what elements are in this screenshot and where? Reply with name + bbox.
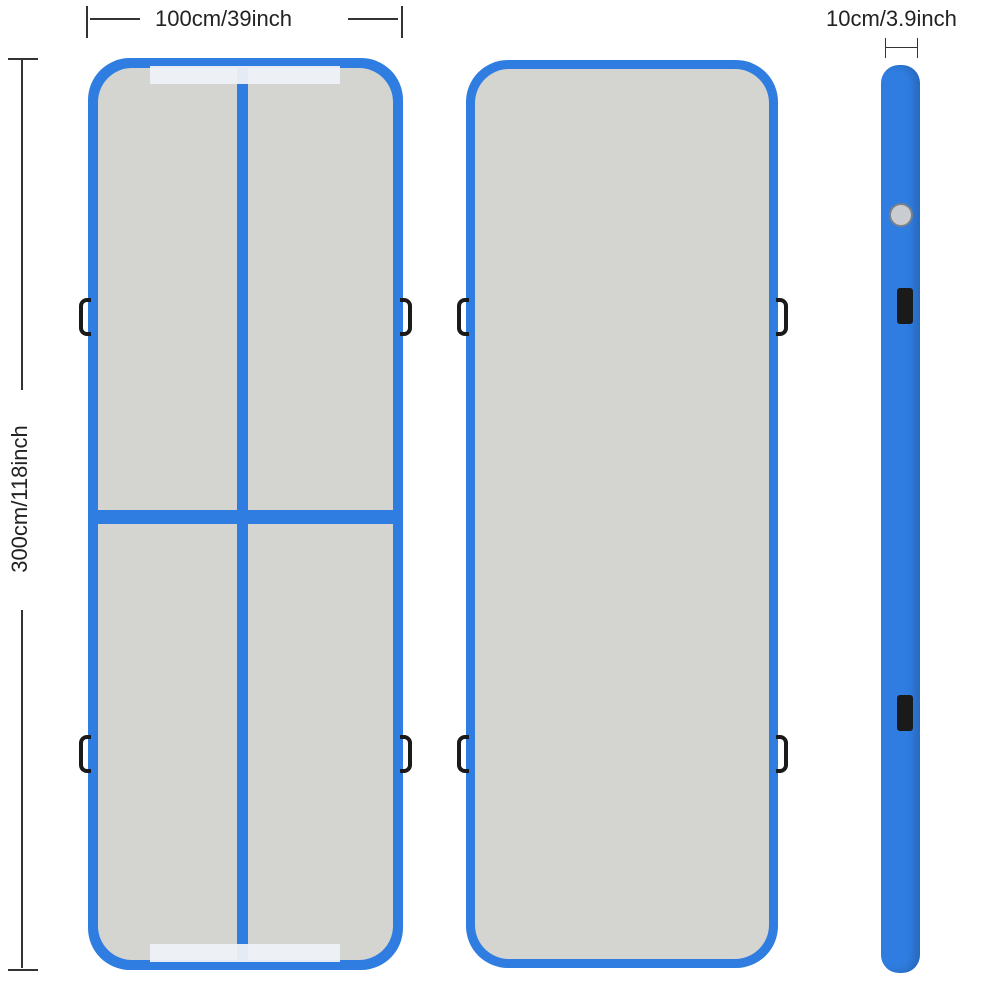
thickness-tick-left bbox=[885, 38, 886, 58]
tape-top bbox=[150, 66, 340, 84]
handle-icon bbox=[79, 735, 91, 773]
length-arrow-top bbox=[21, 60, 23, 390]
thickness-arrow bbox=[885, 47, 918, 48]
length-tick-top bbox=[8, 58, 38, 60]
tape-bottom bbox=[150, 944, 340, 962]
center-strip-horizontal bbox=[98, 510, 393, 524]
air-valve-icon bbox=[889, 203, 913, 227]
handle-icon bbox=[400, 298, 412, 336]
length-arrow-bottom bbox=[21, 610, 23, 968]
width-label: 100cm/39inch bbox=[155, 6, 292, 31]
length-tick-bottom bbox=[8, 969, 38, 971]
thickness-label: 10cm/3.9inch bbox=[826, 6, 957, 31]
width-tick-left bbox=[86, 6, 88, 38]
handle-icon bbox=[776, 735, 788, 773]
width-arrow-left bbox=[90, 18, 140, 20]
air-track-mat-side-view bbox=[881, 65, 920, 973]
handle-icon bbox=[400, 735, 412, 773]
width-tick-right bbox=[401, 6, 403, 38]
length-label: 300cm/118inch bbox=[7, 425, 32, 573]
handle-icon bbox=[457, 298, 469, 336]
width-arrow-right bbox=[348, 18, 398, 20]
air-track-mat-top-view bbox=[88, 58, 403, 970]
handle-icon bbox=[79, 298, 91, 336]
thickness-tick-right bbox=[917, 38, 918, 58]
air-track-mat-bottom-view bbox=[466, 60, 778, 968]
side-handle-icon bbox=[897, 695, 913, 731]
side-handle-icon bbox=[897, 288, 913, 324]
handle-icon bbox=[457, 735, 469, 773]
handle-icon bbox=[776, 298, 788, 336]
